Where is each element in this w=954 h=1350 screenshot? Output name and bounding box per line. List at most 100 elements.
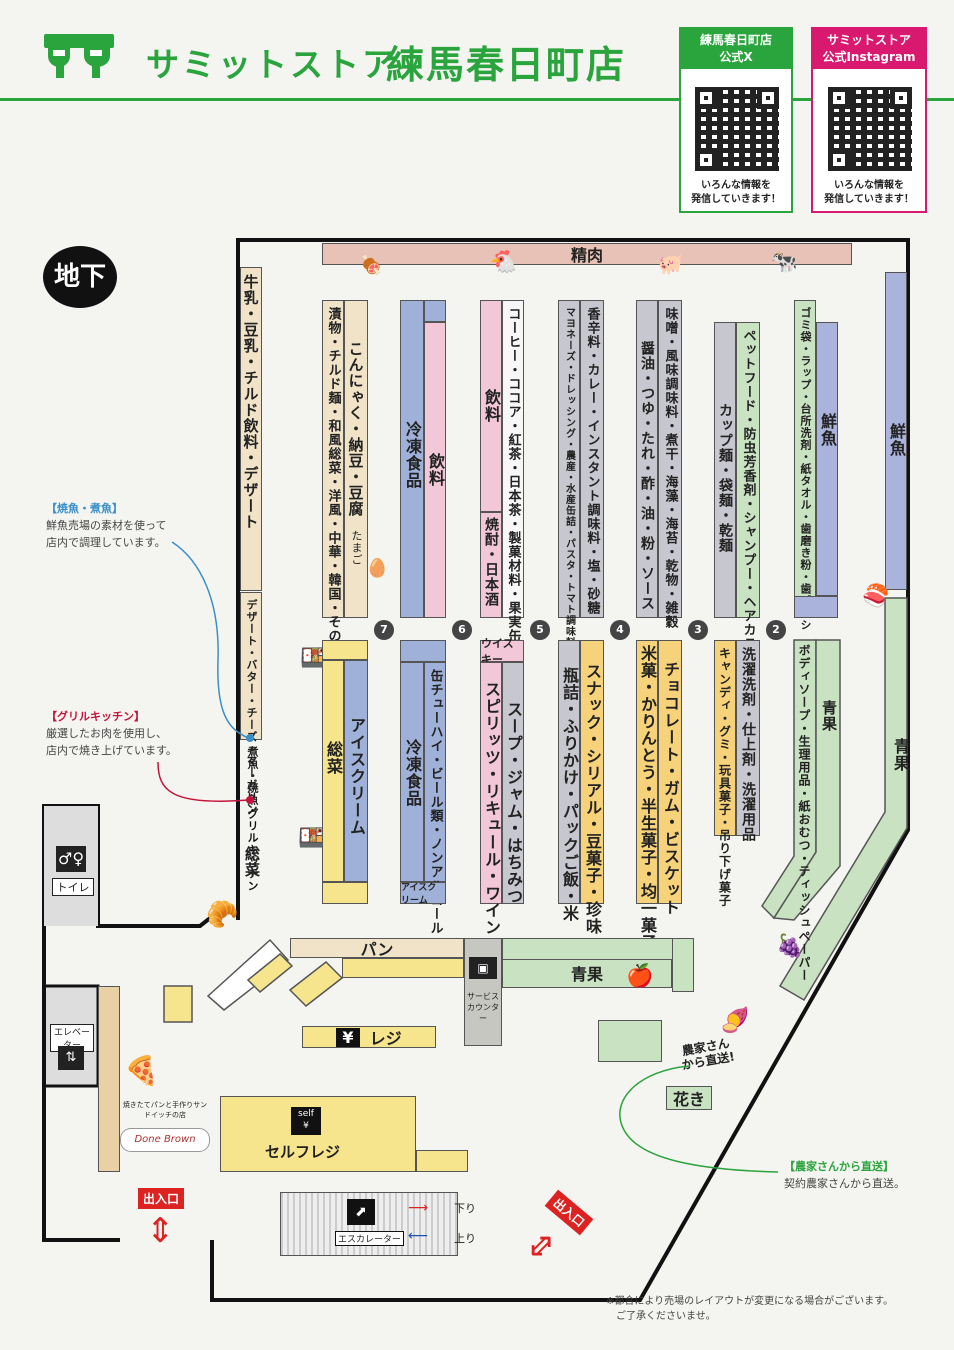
shelf-a4-right: 香辛料・カレー・インスタント調味料・塩・砂糖 bbox=[580, 300, 604, 618]
shelf-b1-right-label: 青果 bbox=[820, 700, 838, 732]
brand-logo-icon bbox=[44, 32, 114, 78]
note-grill-body: 厳選したお肉を使用し、 店内で焼き上げています。 bbox=[46, 727, 177, 757]
bread-basket-icon: 🥐 bbox=[206, 900, 239, 930]
grill-label: グリルキッチン bbox=[246, 808, 259, 892]
brand-name: サミットストア bbox=[146, 45, 398, 84]
aisle-number-2: 2 bbox=[766, 620, 786, 640]
egg-icon: 🥚 bbox=[366, 558, 389, 579]
shelf-b2-left: キャンディ・グミ・玩具菓子・吊り下げ菓子 bbox=[714, 640, 736, 907]
shelf-b4-right: スナック・シリアル・豆菓子・珍味 bbox=[580, 640, 604, 935]
self-register-extra bbox=[416, 1150, 468, 1172]
shelf-a1-left: ゴミ袋・ラップ・台所洗剤・紙タオル・歯磨き粉・歯ブラシ bbox=[794, 300, 816, 631]
sushi-icon: 🍱 bbox=[298, 826, 326, 851]
qr-instagram-card[interactable]: サミットストア 公式Instagram いろんな情報を 発信していきます！ bbox=[811, 27, 927, 213]
shelf-a6-cap bbox=[424, 300, 446, 322]
up-label: 上り bbox=[454, 1232, 476, 1245]
section-fish-wall: 鮮魚 bbox=[885, 272, 907, 590]
aisle-number-5: 5 bbox=[530, 620, 550, 640]
service-counter[interactable]: ▣ サービスカウンター bbox=[464, 938, 502, 1046]
aisle-number-4: 4 bbox=[610, 620, 630, 640]
apples-icon: 🍎 bbox=[626, 964, 654, 989]
qr-ig-title: サミットストア 公式Instagram bbox=[813, 29, 925, 69]
header-rule bbox=[0, 98, 954, 101]
nimono-label: 煮魚・焼魚 bbox=[246, 746, 259, 806]
shelf-b7-right: アイスクリーム bbox=[344, 660, 368, 882]
shelf-b3-left: 米菓・かりんとう・半生菓子・均一菓子 bbox=[636, 640, 658, 951]
shelf-b4-left: 瓶詰・ふりかけ・パックご飯・米 bbox=[558, 640, 580, 922]
bakery-logo: Done Brown bbox=[120, 1128, 210, 1152]
shelf-a7-left: 漬物・チルド麺・和風総菜・洋風・中華・韓国・その他総菜 bbox=[322, 300, 344, 685]
sweet-potato-icon: 🍠 bbox=[720, 1006, 750, 1034]
veg-center-side bbox=[672, 938, 694, 992]
shelf-b1-left-label: ボディソープ・生理用品・紙おむつ・ティッシュペーパー bbox=[797, 644, 811, 982]
shelf-b5-left: スピリッツ・リキュール・ワイン bbox=[480, 662, 502, 936]
shelf-b7-left: 総菜 bbox=[322, 660, 344, 882]
qr-code-x-icon bbox=[695, 87, 779, 171]
egg-label: たまご bbox=[350, 530, 363, 566]
entrance-left-arrow-icon: ⇕ bbox=[146, 1211, 175, 1251]
shelf-a2-right: ペットフード・防虫芳香剤・シャンプー・ヘアカラー bbox=[736, 322, 760, 665]
shelf-b7-foot bbox=[322, 882, 368, 904]
elevator-icon: ⇅ bbox=[58, 1046, 84, 1070]
aisle-number-6: 6 bbox=[452, 620, 472, 640]
bakery-label: 焼きたてパンと手作りサンドイッチの店 bbox=[122, 1101, 208, 1119]
toilet-icon: ♂♀ bbox=[56, 846, 86, 872]
shelf-a2-left: カップ麺・袋麺・乾麺 bbox=[714, 322, 736, 618]
self-register-label: セルフレジ bbox=[265, 1143, 341, 1161]
chicken-icon: 🐔 bbox=[490, 250, 518, 275]
down-arrow-icon: ⟶ bbox=[408, 1200, 429, 1216]
shelf-a3-left: 醤油・つゆ・たれ・酢・油・粉・ソース bbox=[636, 300, 658, 618]
store-name: 練馬春日町店 bbox=[386, 43, 627, 87]
qr-code-instagram-icon bbox=[828, 87, 912, 171]
down-label: 下り bbox=[454, 1202, 476, 1215]
shelf-a4-left: マヨネーズ・ドレッシング・農産・水産缶詰・パスタ・トマト調味料 bbox=[558, 300, 580, 648]
register[interactable]: ¥ レジ bbox=[302, 1026, 436, 1048]
shelf-b5-right: スープ・ジャム・はちみつ bbox=[502, 662, 524, 905]
qr-x-title: 練馬春日町店 公式X bbox=[681, 29, 791, 69]
section-flowers: 花き bbox=[666, 1086, 712, 1110]
service-icon: ▣ bbox=[469, 957, 497, 979]
shelf-a1-bottom bbox=[794, 596, 838, 618]
escalator-icon: ⬈ bbox=[347, 1199, 375, 1225]
shelf-a5-right: コーヒー・ココア・紅茶・日本茶・製菓材料・果実缶詰 bbox=[502, 300, 524, 657]
note-yakizakana-title: 【焼魚・煮魚】 bbox=[46, 502, 123, 515]
shelf-b6-cap bbox=[400, 640, 446, 662]
shelf-b6-right: 缶チューハイ・ビール類・ノンアルコール bbox=[424, 662, 446, 935]
escalator[interactable]: ⬈ エスカレーター bbox=[280, 1192, 458, 1256]
bread-shelf-2 bbox=[342, 958, 464, 978]
qr-x-caption: いろんな情報を 発信していきます！ bbox=[691, 180, 781, 205]
veg-center-stub bbox=[598, 1020, 662, 1062]
escalator-label: エスカレーター bbox=[335, 1231, 405, 1246]
shelf-a6-left: 冷凍食品 bbox=[400, 300, 424, 618]
entrance-left-label[interactable]: 出入口 bbox=[138, 1188, 185, 1209]
shelf-b3-right: チョコレート・ガム・ビスケット bbox=[658, 640, 682, 916]
sashimi-icon: 🍣 bbox=[862, 584, 890, 609]
shelf-a5-left: 飲料 bbox=[480, 300, 502, 512]
shelf-b6-left: 冷凍食品 bbox=[400, 662, 424, 882]
shelf-a1-right: 鮮魚 bbox=[816, 322, 838, 596]
veg-wall-label: 青果 bbox=[891, 738, 910, 772]
self-register-icon: self¥ bbox=[291, 1107, 321, 1135]
section-veg-center: 青果 bbox=[502, 958, 672, 988]
bakery-shelf bbox=[98, 986, 120, 1172]
up-arrow-icon: ⟵ bbox=[408, 1228, 429, 1244]
note-yakizakana-body: 鮮魚売場の素材を使って 店内で調理しています。 bbox=[46, 519, 167, 549]
shelf-b6-foot: アイスクリーム bbox=[400, 882, 446, 906]
shelf-a6-right: 飲料 bbox=[424, 322, 446, 618]
shelf-a5-left2: 焼酎・日本酒 bbox=[480, 512, 502, 618]
note-farm-body: 契約農家さんから直送。 bbox=[784, 1177, 905, 1190]
toilet-label: トイレ bbox=[52, 878, 94, 896]
pig-icon: 🐖 bbox=[658, 252, 683, 276]
qr-x-card[interactable]: 練馬春日町店 公式X いろんな情報を 発信していきます！ bbox=[679, 27, 793, 213]
shelf-b2-right: 洗濯洗剤・仕上剤・洗濯用品 bbox=[736, 640, 760, 842]
sausage-icon: 🍖 bbox=[360, 255, 383, 276]
cow-icon: 🐄 bbox=[770, 250, 798, 275]
self-register[interactable]: self¥ セルフレジ bbox=[220, 1096, 416, 1172]
fruit-basket-icon: 🍇 bbox=[776, 934, 804, 959]
note-yakizakana: 【焼魚・煮魚】 鮮魚売場の素材を使って 店内で調理しています。 bbox=[46, 500, 166, 551]
souzai-left-label: 総菜 bbox=[243, 846, 261, 878]
